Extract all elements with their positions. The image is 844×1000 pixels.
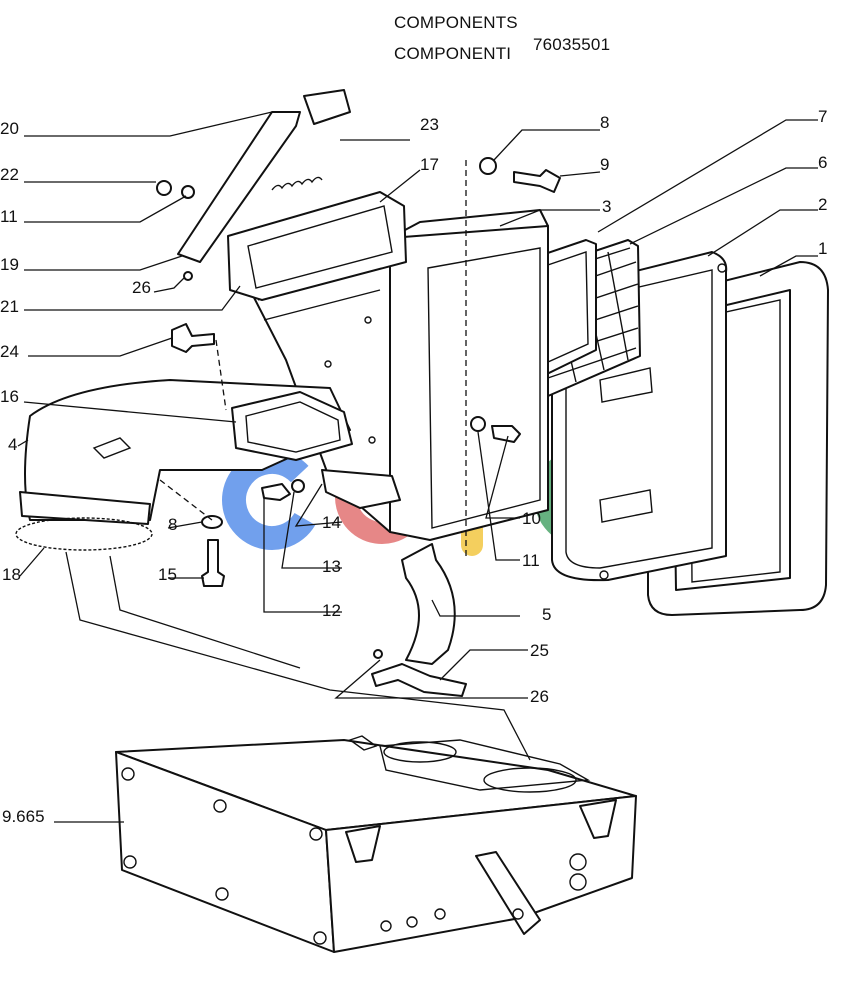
callout-10: 10 (522, 509, 541, 528)
callout-17: 17 (420, 155, 439, 174)
callout-18: 18 (2, 565, 21, 584)
callout-4: 4 (8, 435, 17, 454)
part-11-washer-lower (470, 416, 486, 432)
callout-26-lower: 26 (530, 687, 549, 706)
part-23-spring (271, 176, 323, 191)
callout-11-lower: 11 (522, 551, 540, 570)
callout-26: 26 (132, 278, 151, 297)
part-16-intake-duct (19, 379, 353, 525)
part-22-nut (156, 180, 172, 196)
callout-20: 20 (0, 119, 19, 138)
callout-21: 21 (0, 297, 19, 316)
callout-12: 12 (322, 601, 341, 620)
callout-1: 1 (818, 239, 827, 258)
callout-19: 19 (0, 255, 19, 274)
callout-11: 11 (0, 207, 18, 226)
part-8-washer-top (479, 157, 497, 175)
part-24-bolt (171, 323, 215, 353)
callout-9665: 9.665 (2, 807, 45, 826)
callout-22: 22 (0, 165, 19, 184)
part-15-bolt (201, 539, 225, 587)
header-components-it: COMPONENTI (394, 44, 512, 63)
part-20-bracket-arm (177, 89, 351, 263)
part-11-washer (181, 185, 195, 199)
callout-23: 23 (420, 115, 439, 134)
callout-16: 16 (0, 387, 19, 406)
callout-25: 25 (530, 641, 549, 660)
part-9-bolt-top (513, 169, 561, 193)
part-26-screw-lower (373, 649, 383, 659)
callout-5: 5 (542, 605, 551, 624)
part-10-bolt (491, 425, 521, 443)
part-17-gasket (227, 191, 407, 301)
part-13-washer (291, 479, 305, 493)
callout-2: 2 (818, 195, 827, 214)
callout-8-lower: 8 (168, 515, 177, 534)
part-9665-lower-box (115, 735, 637, 953)
header-part-number: 76035501 (533, 35, 611, 54)
leader-lines (17, 111, 818, 823)
callout-8-top: 8 (600, 113, 609, 132)
assembly-axes (65, 160, 531, 761)
part-18-seal-ring (15, 517, 153, 551)
part-8-washer-lower (201, 515, 223, 529)
callout-6: 6 (818, 153, 827, 172)
callout-9: 9 (600, 155, 609, 174)
part-3-housing (245, 209, 549, 541)
part-26-screw-upper (183, 271, 193, 281)
callout-7: 7 (818, 107, 827, 126)
callout-13: 13 (322, 557, 341, 576)
callout-14: 14 (322, 513, 341, 532)
header-components-en: COMPONENTS (394, 13, 518, 32)
part-12-bolt (261, 483, 291, 501)
part-5-strap (401, 543, 456, 665)
part-14-clamp (321, 469, 401, 509)
callout-15: 15 (158, 565, 177, 584)
part-25-bracket (371, 663, 467, 697)
callout-3: 3 (602, 197, 611, 216)
callout-labels: 20 23 22 11 19 26 21 24 16 4 17 8 9 7 6 … (0, 107, 827, 826)
callout-24: 24 (0, 342, 19, 361)
